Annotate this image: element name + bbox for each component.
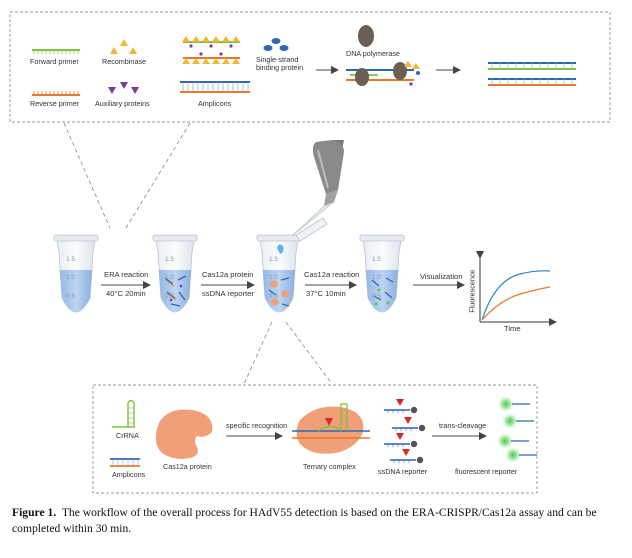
crrna-icon [112,399,135,428]
step-1-label-line2: 40°C 20min [106,289,146,298]
step-3-label-line1: Cas12a reaction [304,270,360,279]
tube-2-mark-3: 0.5 [165,293,174,300]
recombinase-icon [110,39,137,54]
tube-4-mark-3: 0.5 [372,293,381,300]
ternary-complex-label: Ternary complex [303,462,356,471]
ssdna-reporter-label: ssDNA reporter [378,467,428,476]
ternary-complex-icon [292,403,370,454]
amplicons-label: Amplicons [198,99,232,108]
step-2-label-line2: ssDNA reporter [202,289,254,298]
tube-1-mark-2: 1.0 [66,274,75,281]
replication-fork-icon [346,61,420,86]
tube-4-icon [359,234,405,313]
tube-2-mark-1: 1.5 [165,256,174,263]
specific-recognition-label: specific recognition [226,421,288,430]
zoom-line-bottom-left [243,321,273,385]
forward-primer-label: Forward primer [30,57,79,66]
bottom-amplicons-icon [110,458,140,467]
tube-2-mark-2: 1.0 [165,274,174,281]
reverse-primer-label: Reverse primer [30,99,80,108]
zoom-line-top-right [125,122,191,229]
recombinase-label: Recombinase [102,57,146,66]
ssb-protein-icon [263,38,289,51]
zoom-line-bottom-right [285,321,333,385]
pipette-icon [291,140,344,237]
tube-3-mark-3: 0.5 [269,293,278,300]
cas12a-protein-icon [155,409,213,459]
auxiliary-proteins-label: Auxiliary proteins [95,99,150,108]
fluorescent-reporter-label: fluorescent reporter [455,467,518,476]
cas12a-protein-label: Cas12a protein [163,462,212,471]
dna-polymerase-icon [358,25,374,47]
forward-primer-icon [32,49,80,54]
tube-4-mark-2: 1.0 [372,274,381,281]
curve-low [481,286,551,321]
tube-2-icon [152,234,198,313]
curve-high [481,270,551,321]
caption-label: Figure 1. [12,506,57,519]
tube-4-mark-1: 1.5 [372,256,381,263]
auxiliary-proteins-icon [108,82,139,94]
caption-text: The workflow of the overall process for … [12,506,597,535]
product-amplicons-icon [488,62,576,86]
step-1-label-line1: ERA reaction [104,270,149,279]
step-3-label-line2: 37°C 10min [306,289,346,298]
tube-3-mark-1: 1.5 [269,256,278,263]
ssb-label-line2: binding protein [256,63,304,72]
ssb-label-line1: Single-strand [256,55,299,64]
top-panel-border [9,11,611,123]
ssdna-reporter-icon [384,399,426,464]
primer-recombinase-complex-icon [182,36,240,64]
plot-y-label: Fluorescence [467,269,477,313]
step-2-label-line1: Cas12a protein [202,270,254,279]
bottom-amplicons-label: Amplicons [112,470,146,479]
tube-1-mark-3: 0.5 [66,293,75,300]
step-4-label: Visualization [420,272,463,281]
figure-caption: Figure 1. The workflow of the overall pr… [12,505,624,536]
amplicons-icon [180,81,250,93]
plot-x-label: Time [504,324,521,333]
trans-cleavage-label: trans-cleavage [439,421,487,430]
zoom-line-top-left [63,122,111,229]
tube-1-icon [53,234,99,313]
tube-3-mark-2: 1.0 [269,274,278,281]
bottom-panel-border [92,384,538,494]
tube-1-mark-1: 1.5 [66,256,75,263]
reverse-primer-icon [32,91,80,96]
tube-3-icon [256,217,328,313]
crrna-label: CrRNA [116,431,139,440]
fluorescent-reporter-icon [497,396,537,463]
dna-polymerase-label: DNA polymerase [346,49,400,58]
fluorescence-plot [476,251,557,326]
